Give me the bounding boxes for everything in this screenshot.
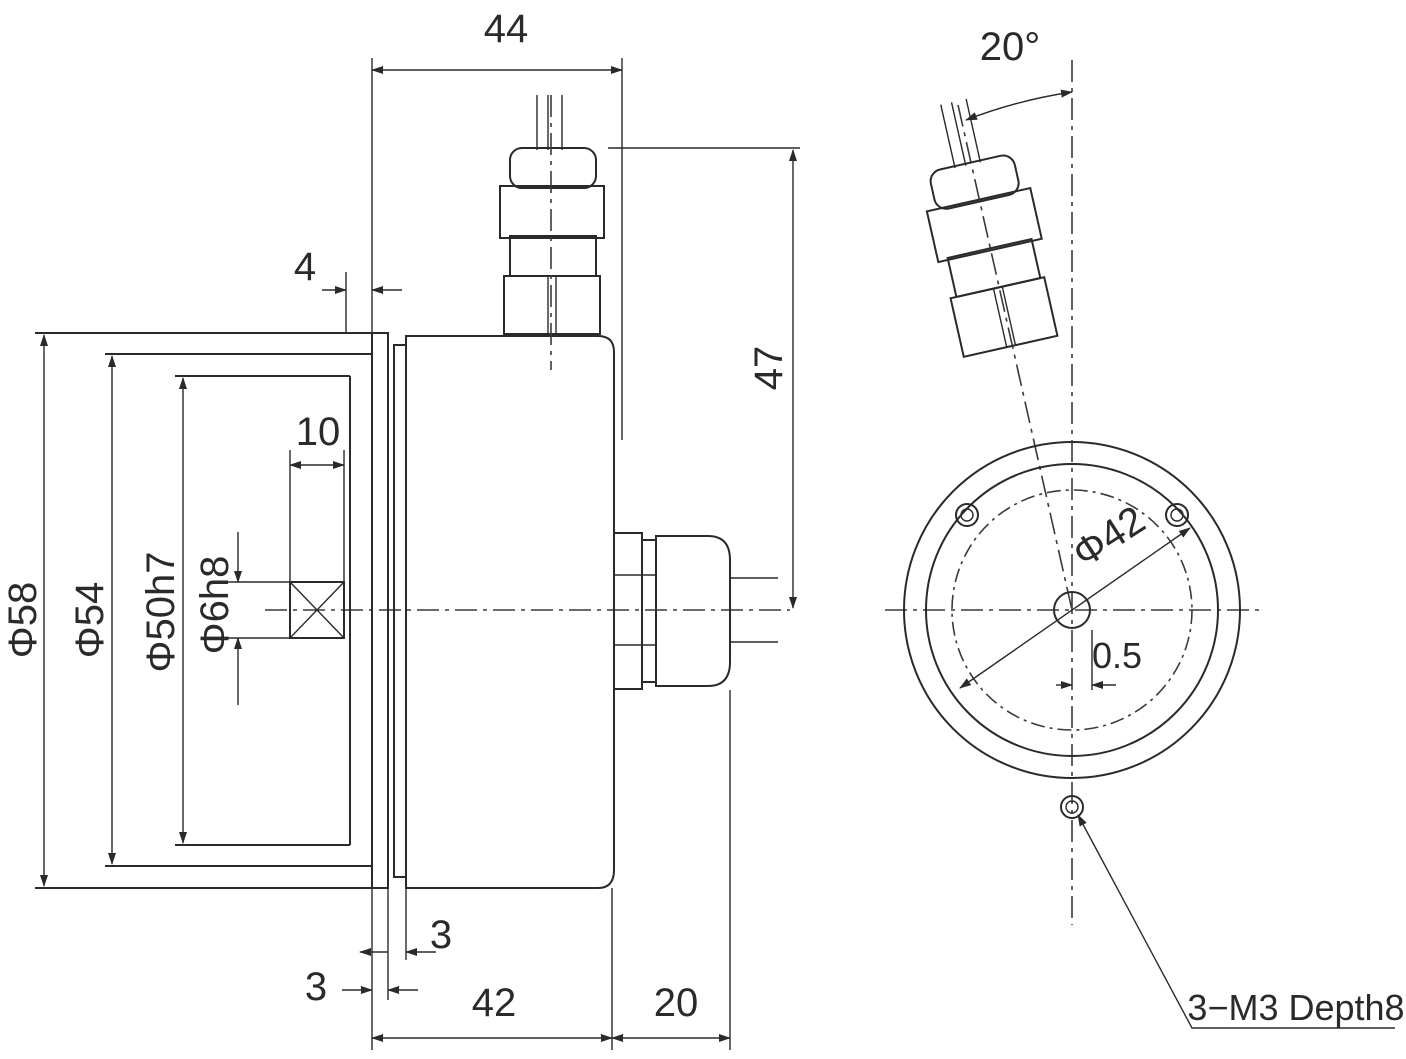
side-cable-gland [613,532,778,690]
shaft-square [289,581,345,639]
front-view: 20° Φ42 0.5 3−M3 Depth8 [885,25,1405,1029]
dim-flange: 4 [294,245,316,289]
holes-note: 3−M3 Depth8 [1187,987,1404,1028]
flange-ring [393,344,407,878]
outer-circle [903,441,1241,779]
mounting-holes [955,503,1189,819]
top-cable-gland [499,95,605,370]
front-cable-gland [925,98,1059,359]
dim-d50: Φ50h7 [139,552,183,673]
encoder-body [405,335,615,889]
flange-plate [371,332,389,889]
dim-angle: 20° [980,25,1041,69]
dim-shaft-length: 10 [296,410,341,454]
pitch-circle [951,489,1193,731]
dim-body-length: 42 [472,981,517,1025]
dim-pcd: Φ42 [1065,498,1153,577]
dim-gap-a: 3 [430,913,452,957]
dim-d54: Φ54 [68,582,112,658]
dim-total-length: 44 [484,7,529,51]
dim-offset: 0.5 [1092,635,1142,676]
dim-connector-length: 20 [654,981,699,1025]
dim-gap-b: 3 [305,965,327,1009]
dim-height: 47 [747,346,791,391]
dim-d6: Φ6h8 [193,556,237,655]
side-view: 44 47 4 10 Φ58 Φ54 Φ50h7 Φ6h8 3 3 [1,7,800,1050]
inner-circle [925,463,1219,757]
cable-axis [957,104,1073,611]
dim-d58: Φ58 [1,582,45,658]
